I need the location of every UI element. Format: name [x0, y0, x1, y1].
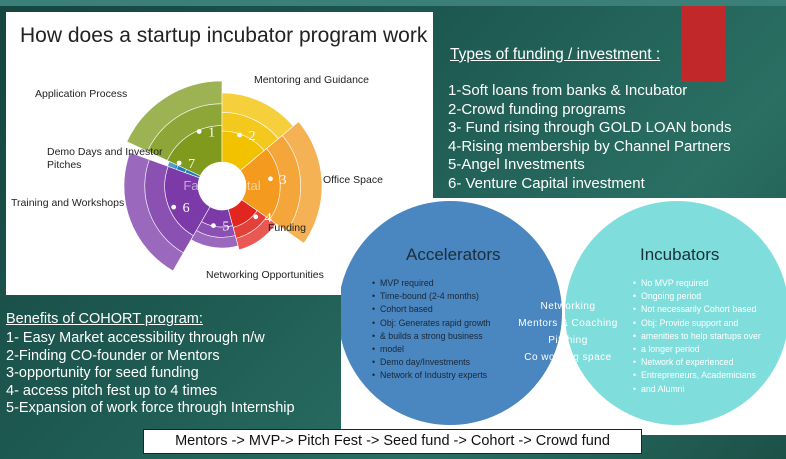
- sector-application: [126, 80, 223, 152]
- label-demo-days-line2: Pitches: [47, 159, 82, 171]
- step-number: 6: [183, 201, 190, 216]
- wheel-center: [198, 162, 246, 210]
- accelerator-feature-item: & builds a strong business: [372, 330, 491, 343]
- incubator-feature-item: and Alumni: [633, 383, 761, 396]
- common-feature-item: Mentors & Coaching: [518, 318, 618, 329]
- step-number: 3: [279, 173, 286, 188]
- label-demo-days-line1: Demo Days and Investor: [47, 146, 163, 158]
- cohort-benefit-item: 4- access pitch fest up to 4 times: [6, 382, 218, 399]
- step-dot-icon: [268, 176, 273, 182]
- step-dot-icon: [253, 214, 259, 220]
- sector-office: [281, 121, 323, 244]
- step-number: 1: [208, 125, 215, 140]
- cohort-benefit-item: 3-opportunity for seed funding: [6, 365, 199, 381]
- cohort-benefits-list: 1- Easy Market accessibility through n/w…: [6, 330, 295, 418]
- common-feature-item: Networking: [540, 301, 596, 312]
- accelerator-feature-item: Obj: Generates rapid growth: [372, 317, 491, 330]
- cohort-benefit-item: 5-Expansion of work force through Intern…: [6, 400, 295, 416]
- funding-type-item: 3- Fund rising through GOLD LOAN bonds: [448, 119, 732, 136]
- funding-types-title: Types of funding / investment :: [450, 46, 661, 63]
- incubators-list: No MVP requiredOngoing periodNot necessa…: [633, 277, 761, 396]
- accelerator-feature-item: Time-bound (2-4 months): [372, 290, 491, 303]
- label-office-space: Office Space: [323, 174, 383, 186]
- accelerator-feature-item: model: [372, 343, 491, 356]
- sector-training: [123, 152, 184, 272]
- accelerators-title: Accelerators: [406, 245, 501, 264]
- sector-demo: [167, 161, 179, 170]
- incubator-feature-item: amenities to help startups over: [633, 330, 761, 343]
- cohort-benefit-item: 1- Easy Market accessibility through n/w: [6, 330, 265, 346]
- funding-type-item: 1-Soft loans from banks & Incubator: [448, 82, 688, 99]
- incubator-feature-item: Network of experienced: [633, 356, 761, 369]
- label-application-process: Application Process: [35, 88, 128, 100]
- label-funding: Funding: [268, 222, 306, 234]
- funding-type-item: 5-Angel Investments: [448, 156, 585, 173]
- red-accent-tab: [681, 6, 726, 82]
- watermark-text: FasterCapital: [183, 178, 260, 193]
- step-number: 5: [222, 220, 229, 235]
- step-dot-icon: [196, 129, 202, 134]
- funding-type-item: 2-Crowd funding programs: [448, 100, 626, 118]
- accelerator-feature-item: Demo day/Investments: [372, 356, 491, 369]
- step-dot-icon: [176, 160, 182, 166]
- startup-flow-bar: Mentors -> MVP-> Pitch Fest -> Seed fund…: [143, 429, 642, 454]
- incubator-wheel-diagram: FasterCapital 1 2 3 4 5 6 7: [123, 80, 323, 272]
- incubator-feature-item: Obj: Provide support and: [633, 317, 761, 330]
- label-training-workshops: Training and Workshops: [11, 197, 125, 209]
- step-dot-icon: [171, 204, 177, 210]
- incubator-feature-item: a longer period: [633, 343, 761, 356]
- cohort-benefit-item: 2-Finding CO-founder or Mentors: [6, 347, 220, 364]
- accelerator-feature-item: MVP required: [372, 277, 491, 290]
- step-number: 2: [249, 129, 256, 144]
- accelerator-feature-item: Cohort based: [372, 303, 491, 316]
- common-feature-item: Pitching: [548, 335, 588, 346]
- cohort-benefits-title: Benefits of COHORT program:: [6, 311, 203, 327]
- incubator-feature-item: Ongoing period: [633, 290, 761, 303]
- step-number: 4: [265, 211, 272, 226]
- top-accent-line: [0, 0, 786, 6]
- funding-type-item: 4-Rising membership by Channel Partners: [448, 137, 731, 155]
- step-dot-icon: [237, 132, 243, 138]
- label-networking-opportunities: Networking Opportunities: [206, 269, 324, 281]
- accelerator-feature-item: Network of Industry experts: [372, 369, 491, 382]
- step-dot-icon: [211, 223, 216, 229]
- step-number: 7: [188, 157, 195, 172]
- incubator-feature-item: No MVP required: [633, 277, 761, 290]
- accelerators-list: MVP requiredTime-bound (2-4 months)Cohor…: [372, 277, 491, 383]
- wheel-title: How does a startup incubator program wor…: [20, 24, 428, 47]
- incubator-feature-item: Not necessarily Cohort based: [633, 303, 761, 316]
- label-mentoring-guidance: Mentoring and Guidance: [254, 74, 369, 86]
- funding-type-item: 6- Venture Capital investment: [448, 174, 645, 192]
- common-feature-item: Co working space: [524, 352, 612, 363]
- incubators-title: Incubators: [640, 245, 720, 264]
- incubator-feature-item: Entrepreneurs, Academicians: [633, 369, 761, 382]
